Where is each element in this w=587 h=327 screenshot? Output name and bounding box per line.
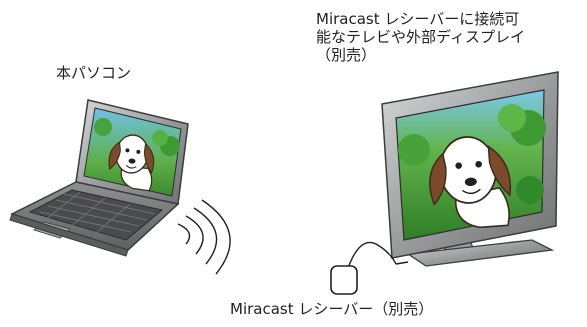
tv-label-line-1: Miracast レシーバーに接続可 [316,10,520,28]
miracast-receiver-icon [330,241,409,295]
tv-label-line-3: （別売） [316,46,377,64]
laptop-icon [9,99,189,257]
laptop-label: 本パソコン [56,64,132,82]
wireless-signal-icon [177,199,231,275]
dog-illustration [429,136,512,229]
dog-illustration [108,134,155,192]
tv-monitor-icon [381,71,559,267]
tv-label: Miracast レシーバーに接続可 能なテレビや外部ディスプレイ （別売） [316,10,525,64]
receiver-label: Miracast レシーバー（別売） [230,300,434,318]
tv-label-line-2: 能なテレビや外部ディスプレイ [316,28,525,46]
